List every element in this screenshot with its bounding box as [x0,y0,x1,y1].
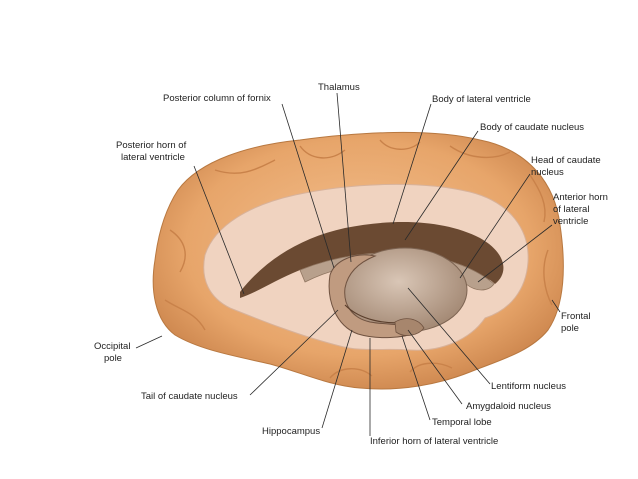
leader-amygdaloid-nucleus [407,329,463,405]
label-posterior-horn-line1: Posterior horn of [116,140,187,151]
label-anterior-horn-line2: of lateral [553,204,589,215]
label-temporal-lobe: Temporal lobe [432,417,492,428]
leader-lines [135,92,561,436]
leader-frontal-pole [551,299,561,313]
leader-body-of-caudate-nucleus [404,130,479,241]
label-anterior-horn-line1: Anterior horn [553,192,608,203]
leader-posterior-horn [193,165,245,295]
label-amygdaloid-nucleus: Amygdaloid nucleus [466,401,551,412]
label-hippocampus: Hippocampus [262,426,320,437]
leader-lentiform-nucleus [407,287,491,385]
label-tail-of-caudate-nucleus: Tail of caudate nucleus [141,391,238,402]
label-frontal-line2: pole [561,323,579,334]
label-anterior-horn-line3: ventricle [553,216,588,227]
leader-head-of-caudate [459,173,531,279]
leader-tail-of-caudate [249,309,339,396]
leader-thalamus [336,92,352,263]
label-lentiform-nucleus: Lentiform nucleus [491,381,566,392]
label-body-of-caudate-nucleus: Body of caudate nucleus [480,122,584,133]
leader-occipital-pole [135,335,163,349]
leader-body-of-lateral-ventricle [392,103,432,225]
leader-posterior-column-of-fornix [281,103,335,269]
amygdaloid-nucleus [394,318,425,336]
label-frontal-line1: Frontal [561,311,591,322]
label-head-of-caudate-line2: nucleus [531,167,564,178]
label-inferior-horn-of-lateral-ventricle: Inferior horn of lateral ventricle [370,436,498,447]
label-occipital-line2: pole [104,353,122,364]
label-posterior-horn-line2: lateral ventricle [121,152,185,163]
leader-hippocampus [321,329,353,429]
label-thalamus: Thalamus [318,82,360,93]
label-body-of-lateral-ventricle: Body of lateral ventricle [432,94,531,105]
label-occipital-line1: Occipital [94,341,130,352]
labels: Posterior column of fornix Thalamus Body… [94,82,608,447]
label-head-of-caudate-line1: Head of caudate [531,155,601,166]
leader-anterior-horn [477,224,553,283]
leader-temporal-lobe [401,335,431,421]
label-posterior-column-of-fornix: Posterior column of fornix [163,93,271,104]
